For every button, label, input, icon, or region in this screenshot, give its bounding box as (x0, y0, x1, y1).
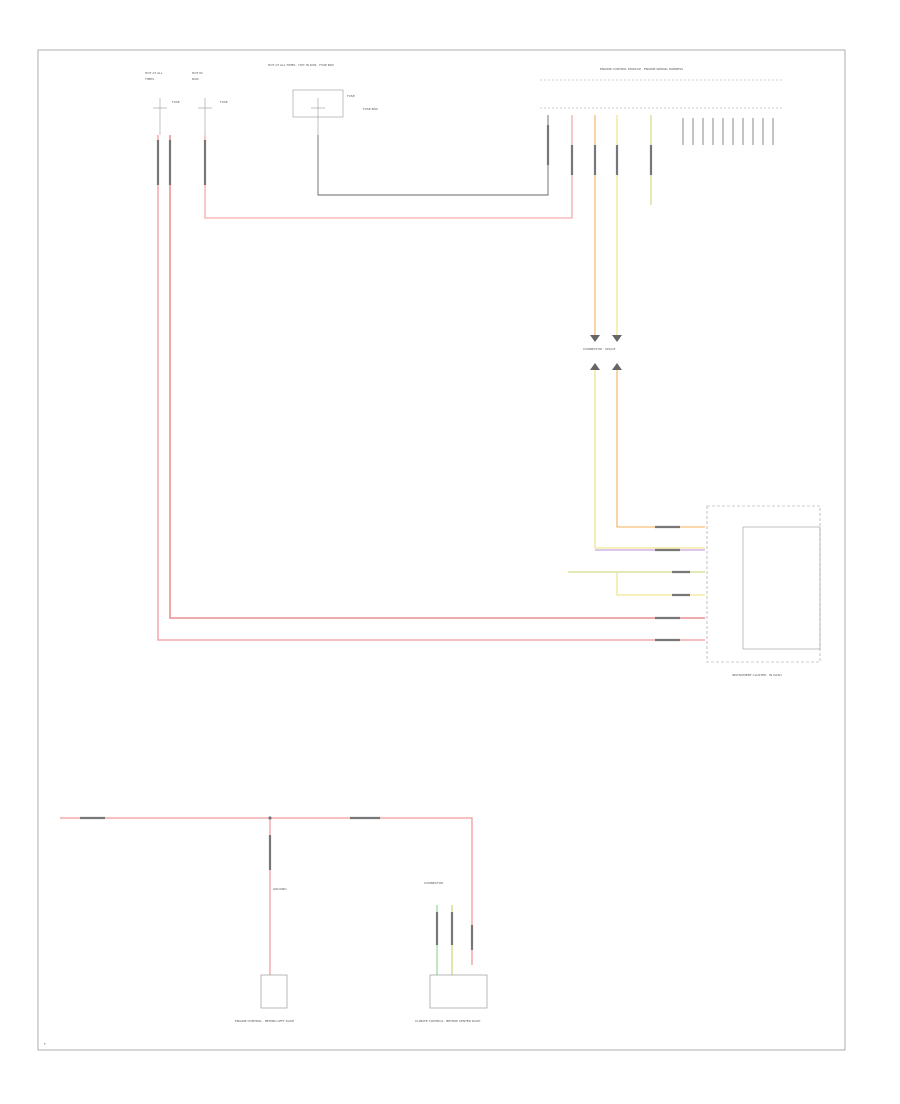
wire-yellow-splice-cluster (594, 370, 705, 549)
wire-black-fuse-ecu (317, 115, 549, 196)
svg-text:HOT IN: HOT IN (192, 71, 203, 75)
bottom-connector-marks (80, 816, 474, 950)
instrument-cluster-label: INSTRUMENT CLUSTER · IN DASH (732, 673, 782, 677)
svg-text:RUN: RUN (192, 77, 199, 81)
wire-red-hot-at-all-times-2 (169, 135, 705, 619)
module-left-box (260, 974, 288, 1009)
fuse-box-group (153, 89, 344, 135)
module-right-box (429, 974, 488, 1009)
svg-text:FUSE: FUSE (172, 100, 180, 104)
diagram-border (37, 49, 846, 1051)
module-left-label: ENGINE CONTROL · BEHIND LEFT DASH (235, 1019, 294, 1023)
fuse-box-title: HOT AT ALL TIMES · HOT IN RUN · FUSE BOX (268, 63, 334, 67)
splice-dot-bottom (268, 816, 272, 820)
wire-red-hot-run-ecu (204, 115, 573, 219)
corner-tag: F (44, 1042, 46, 1046)
svg-text:FUSE: FUSE (220, 100, 228, 104)
wire-red-bottom-bus (60, 817, 473, 965)
svg-text:FUSE: FUSE (347, 94, 355, 98)
ground-label: GROUND (273, 887, 287, 891)
svg-text:TIMES: TIMES (144, 77, 154, 81)
ecu-title: ENGINE CONTROL MODULE · ENGINE WIRING HA… (600, 67, 683, 71)
wire-orange-splice-cluster (616, 370, 705, 528)
module-right-label: CLIMATE CONTROL · BEHIND CENTER DASH (415, 1019, 480, 1023)
connector-marks (156, 125, 690, 642)
ecu-header (540, 79, 783, 109)
wire-yellow-cluster-2 (616, 572, 705, 596)
ecu-pin-stubs (682, 118, 774, 145)
wire-red-hot-at-all-times-1 (157, 135, 705, 641)
svg-text:FUSE BOX: FUSE BOX (363, 107, 378, 111)
svg-text:HOT AT ALL: HOT AT ALL (145, 71, 163, 75)
splice-connector-top: CONNECTOR · SPLICE (583, 335, 622, 370)
splice-top-label: CONNECTOR · SPLICE (583, 347, 615, 351)
fuse-labels: HOT AT ALL TIMES HOT IN RUN FUSE FUSE FU… (144, 71, 378, 111)
instrument-cluster (706, 505, 821, 663)
splice-bottom-label: CONNECTOR (424, 881, 443, 885)
